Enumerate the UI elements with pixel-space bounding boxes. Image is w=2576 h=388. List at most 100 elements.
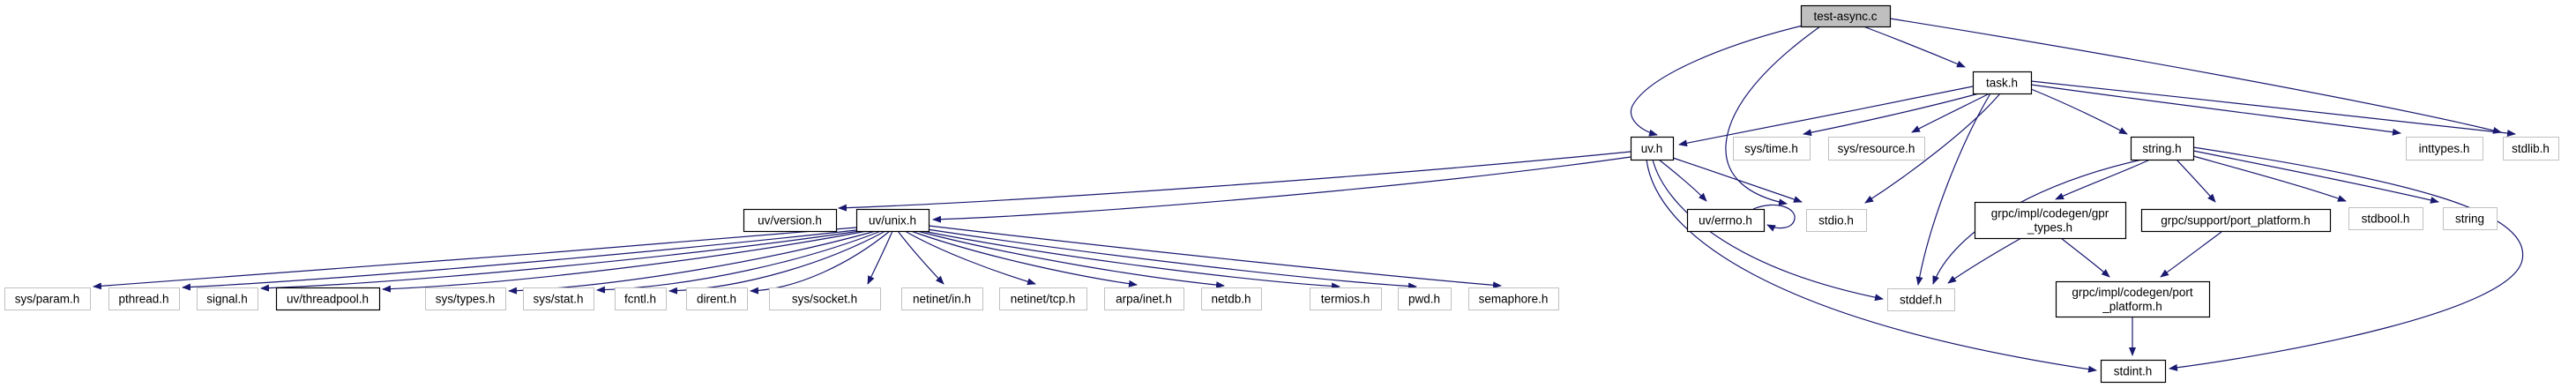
node-label-signal-h: signal.h: [206, 293, 248, 306]
node-box-grpc-impl-codegen-port_platform-h[interactable]: [2055, 280, 2211, 318]
node-label-stdint-h: stdint.h: [2114, 365, 2153, 378]
edge-uv-unix-h-to-pwd-h: [926, 228, 1417, 290]
node-label-uv-h: uv.h: [1641, 142, 1663, 155]
edge-string-h-to-stdbool-h: [2192, 155, 2347, 202]
node-label-sys-resource-h: sys/resource.h: [1838, 142, 1915, 155]
node-box-signal-h: [197, 287, 258, 310]
edge-uv-h-to-stdio-h: [1672, 157, 1803, 203]
node-netinet-in-h: netinet/in.h: [901, 287, 983, 310]
node-termios-h: termios.h: [1310, 287, 1382, 310]
node-uv-threadpool-h[interactable]: uv/threadpool.h: [275, 287, 381, 311]
edge-uv-unix-h-to-sys-stat-h: [596, 230, 882, 294]
node-box-sys-socket-h: [769, 287, 881, 310]
node-label-string-h: string.h: [2142, 142, 2181, 155]
node-label-grpc-impl-codegen-port_platform-h: grpc/impl/codegen/port_platform.h: [2072, 286, 2193, 313]
node-box-uv-unix-h[interactable]: [855, 208, 930, 233]
node-task-h[interactable]: task.h: [1972, 71, 2033, 95]
edge-uv-h-to-stddef-h: [1652, 159, 1884, 302]
edge-uv-h-to-uv-unix-h: [932, 156, 1631, 223]
node-box-uv-h[interactable]: [1630, 136, 1675, 161]
node-box-string-h[interactable]: [2130, 136, 2195, 161]
edge-string-h-to-string: [2192, 150, 2439, 204]
node-pwd-h: pwd.h: [1398, 287, 1452, 310]
node-uv-version-h[interactable]: uv/version.h: [743, 208, 838, 233]
node-label-fcntl-h: fcntl.h: [624, 293, 656, 306]
node-semaphore-h: semaphore.h: [1468, 287, 1559, 310]
node-label-netdb-h: netdb.h: [1211, 293, 1251, 306]
node-label-stdlib-h: stdlib.h: [2512, 142, 2550, 155]
edge-uv-unix-h-to-pthread-h: [182, 229, 857, 291]
node-label-uv-unix-h: uv/unix.h: [869, 214, 916, 228]
node-sys-types-h: sys/types.h: [425, 287, 506, 310]
edge-task-h-to-inttypes-h: [2030, 84, 2401, 136]
node-label-stdbool-h: stdbool.h: [2362, 213, 2410, 226]
node-sys-stat-h: sys/stat.h: [523, 287, 594, 310]
edge-grpc-impl-codegen-gpr_types-h-to-stddef-h: [1947, 237, 2022, 284]
edge-task-h-to-sys-resource-h: [1911, 93, 1990, 133]
edge-test-async-c-to-stdio-h: [1725, 26, 1821, 206]
node-label-termios-h: termios.h: [1321, 293, 1370, 306]
node-box-uv-version-h[interactable]: [743, 208, 838, 233]
node-netdb-h: netdb.h: [1201, 287, 1262, 310]
edge-uv-unix-h-to-netinet-in-h: [897, 230, 945, 285]
node-sys-param-h: sys/param.h: [4, 287, 91, 310]
node-box-grpc-impl-codegen-gpr_types-h[interactable]: [1974, 201, 2127, 240]
node-label-uv-errno-h: uv/errno.h: [1699, 214, 1752, 228]
node-box-sys-resource-h: [1828, 137, 1925, 160]
edge-uv-unix-h-to-sys-types-h: [508, 230, 877, 295]
node-grpc-impl-codegen-gpr_types-h[interactable]: grpc/impl/codegen/gpr_types.h: [1974, 201, 2127, 240]
node-sys-resource-h: sys/resource.h: [1828, 137, 1925, 160]
node-box-uv-errno-h[interactable]: [1686, 208, 1766, 233]
edge-string-h-to-stdint-h: [2169, 146, 2524, 371]
edge-uv-unix-h-to-sys-param-h: [93, 227, 857, 290]
node-label-sys-socket-h: sys/socket.h: [792, 293, 857, 306]
edge-uv-unix-h-to-dirent-h: [750, 230, 891, 295]
edge-task-h-to-stddef-h: [1915, 93, 1991, 286]
edge-task-h-to-string-h: [2030, 88, 2128, 135]
node-label-inttypes-h: inttypes.h: [2419, 142, 2470, 155]
node-uv-unix-h[interactable]: uv/unix.h: [855, 208, 930, 233]
edge-string-h-to-grpc-support-port_platform-h: [2176, 159, 2216, 203]
node-box-stdlib-h: [2503, 137, 2559, 160]
node-stdint-h[interactable]: stdint.h: [2100, 359, 2167, 384]
edge-test-async-c-to-task-h: [1863, 26, 1966, 68]
node-sys-time-h: sys/time.h: [1733, 137, 1811, 160]
node-uv-errno-h[interactable]: uv/errno.h: [1686, 208, 1766, 233]
node-label-uv-version-h: uv/version.h: [758, 214, 822, 228]
node-box-grpc-support-port_platform-h[interactable]: [2140, 208, 2332, 233]
node-box-string: [2443, 207, 2498, 230]
node-box-arpa-inet-h: [1104, 287, 1184, 310]
node-netinet-tcp-h: netinet/tcp.h: [999, 287, 1087, 310]
node-box-dirent-h: [686, 287, 748, 310]
node-grpc-support-port_platform-h[interactable]: grpc/support/port_platform.h: [2140, 208, 2332, 233]
node-test-async-c[interactable]: test-async.c: [1800, 4, 1892, 28]
node-box-uv-threadpool-h[interactable]: [275, 287, 381, 311]
node-stdbool-h: stdbool.h: [2348, 207, 2423, 230]
node-box-netdb-h: [1201, 287, 1262, 310]
edge-uv-unix-h-to-uv-threadpool-h: [382, 230, 868, 293]
node-box-sys-time-h: [1733, 137, 1811, 160]
node-label-uv-threadpool-h: uv/threadpool.h: [287, 293, 369, 306]
node-box-test-async-c[interactable]: [1800, 4, 1892, 28]
node-label-arpa-inet-h: arpa/inet.h: [1116, 293, 1172, 306]
edge-uv-unix-h-to-signal-h: [260, 230, 861, 292]
node-box-stddef-h: [1887, 288, 1955, 311]
edges-layer: [93, 18, 2524, 373]
node-box-task-h[interactable]: [1972, 71, 2033, 95]
node-label-stdio-h: stdio.h: [1818, 214, 1854, 228]
node-string-h[interactable]: string.h: [2130, 136, 2195, 161]
node-box-sys-types-h: [425, 287, 506, 310]
node-grpc-impl-codegen-port_platform-h[interactable]: grpc/impl/codegen/port_platform.h: [2055, 280, 2211, 318]
node-uv-h[interactable]: uv.h: [1630, 136, 1675, 161]
node-label-pwd-h: pwd.h: [1408, 293, 1440, 306]
node-dirent-h: dirent.h: [686, 287, 748, 310]
edge-grpc-support-port_platform-h-to-grpc-impl-codegen-port_platform-h: [2160, 231, 2222, 278]
node-box-inttypes-h: [2406, 137, 2483, 160]
node-label-sys-time-h: sys/time.h: [1744, 142, 1798, 155]
node-label-test-async-c: test-async.c: [1813, 10, 1877, 23]
node-box-stdint-h[interactable]: [2100, 359, 2167, 384]
node-pthread-h: pthread.h: [108, 287, 180, 310]
node-box-semaphore-h: [1468, 287, 1559, 310]
edge-uv-unix-h-to-termios-h: [922, 230, 1340, 290]
